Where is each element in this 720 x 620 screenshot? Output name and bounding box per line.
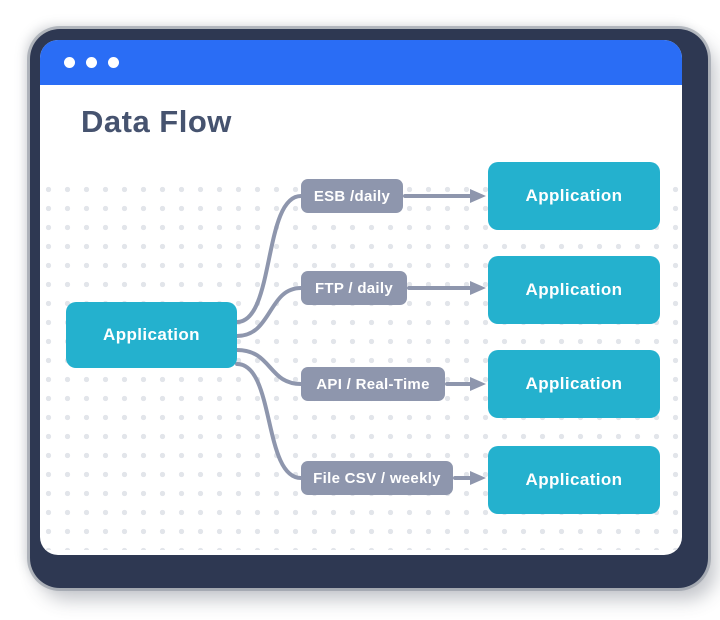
- window-control-dot[interactable]: [64, 57, 75, 68]
- diagram-node-target-application-3: Application: [488, 350, 660, 418]
- edge-label-file-csv-weekly: File CSV / weekly: [301, 461, 453, 495]
- window-control-dot[interactable]: [86, 57, 97, 68]
- diagram-node-source-application: Application: [66, 302, 237, 368]
- window-control-dot[interactable]: [108, 57, 119, 68]
- diagram-node-target-application-2: Application: [488, 256, 660, 324]
- page-title: Data Flow: [81, 104, 232, 139]
- edge-label-ftp-daily: FTP / daily: [301, 271, 407, 305]
- diagram-node-target-application-1: Application: [488, 162, 660, 230]
- edge-label-esb-daily: ESB /daily: [301, 179, 403, 213]
- diagram-node-target-application-4: Application: [488, 446, 660, 514]
- edge-label-api-realtime: API / Real-Time: [301, 367, 445, 401]
- window-titlebar: [40, 40, 682, 85]
